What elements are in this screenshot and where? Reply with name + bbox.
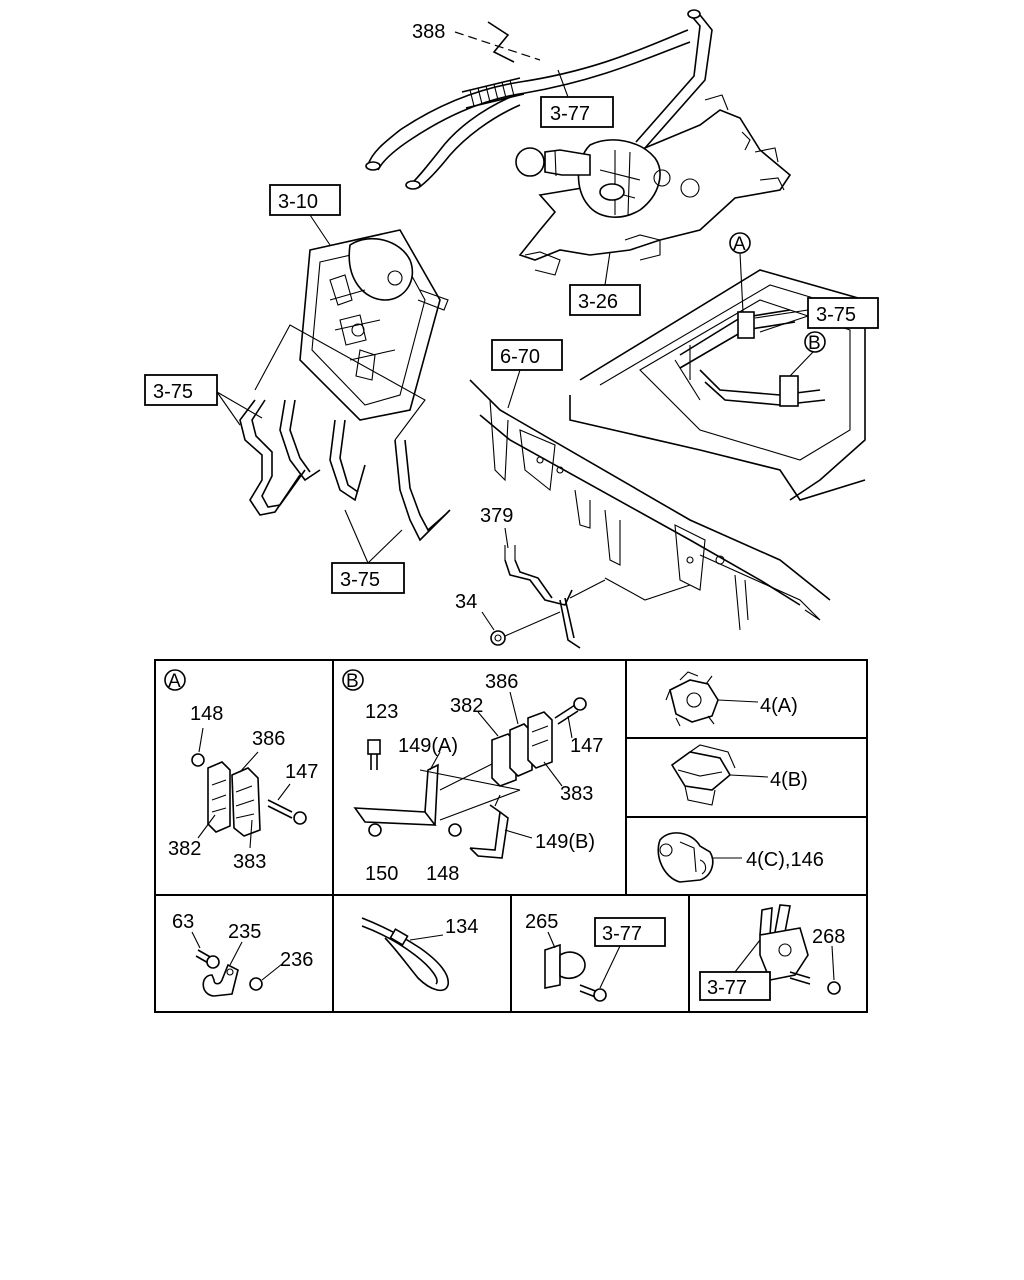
ref-3-77-top-label: 3-77	[550, 103, 590, 125]
cut-mark-388	[487, 21, 515, 63]
hose-sleeve	[461, 77, 525, 109]
detail-268: 268 3-77	[699, 904, 845, 1001]
detail-268-label: 268	[812, 926, 845, 948]
frame-crossmember	[469, 379, 831, 631]
valve-bracket-assembly	[515, 94, 792, 276]
ref-3-10-label: 3-10	[278, 191, 318, 213]
ref-3-75-left-label: 3-75	[153, 381, 193, 403]
callout-34: 34	[455, 591, 477, 613]
detail-a-marker: A	[168, 671, 181, 692]
detail-265-label: 265	[525, 911, 558, 933]
detail-b-150: 150	[365, 863, 398, 885]
detail-63-label: 63	[172, 911, 194, 933]
floor-panel	[569, 269, 866, 501]
detail-b-147: 147	[570, 735, 603, 757]
detail-b-383: 383	[560, 783, 593, 805]
detail-b-149a: 149(A)	[398, 735, 458, 757]
ref-box-6-70: 6-70	[491, 339, 563, 409]
detail-236-label: 236	[280, 949, 313, 971]
ref-3-75-bottom-label: 3-75	[340, 569, 380, 591]
detail-clip-4c: 4(C),146	[657, 832, 824, 883]
detail-a-386: 386	[252, 728, 285, 750]
detail-4a-label: 4(A)	[760, 695, 798, 717]
detail-b-382: 382	[450, 695, 483, 717]
detail-cable-tie-134: 134	[361, 916, 478, 992]
ref-3-75-right-label: 3-75	[816, 304, 856, 326]
detail-a-panel: A 148 386 147 382 383	[164, 669, 318, 873]
pedal-assembly	[299, 229, 449, 421]
detail-a-148: 148	[190, 703, 223, 725]
ref-3-26-label: 3-26	[578, 291, 618, 313]
ref-box-3-10: 3-10	[269, 184, 341, 246]
detail-b-148: 148	[426, 863, 459, 885]
ref-box-3-75-right: 3-75	[754, 297, 879, 333]
bracket-379	[504, 545, 691, 649]
hose-assembly-top	[365, 9, 713, 190]
ref-6-70-label: 6-70	[500, 346, 540, 368]
ref-box-3-75-bottom: 3-75	[331, 509, 405, 594]
detail-clip-4b: 4(B)	[670, 744, 808, 806]
ref-box-3-77-top: 3-77	[540, 69, 614, 128]
circle-marker-a: A	[729, 232, 751, 313]
circle-b-label: B	[808, 333, 821, 354]
detail-b-marker: B	[346, 671, 359, 692]
ref-box-3-26: 3-26	[569, 251, 641, 316]
detail-b-386: 386	[485, 671, 518, 693]
detail-a-383: 383	[233, 851, 266, 873]
detail-a-147: 147	[285, 761, 318, 783]
detail-4c-label: 4(C),146	[746, 849, 824, 871]
ref-3-77-detail-b-label: 3-77	[707, 977, 747, 999]
circle-a-label: A	[733, 234, 746, 255]
hoses-3-75-left	[239, 399, 451, 542]
detail-b-149b: 149(B)	[535, 831, 595, 853]
ref-box-3-75-left: 3-75	[144, 374, 263, 426]
detail-a-382: 382	[168, 838, 201, 860]
nut-34	[490, 611, 561, 646]
detail-235-label: 235	[228, 921, 261, 943]
detail-grid	[154, 659, 868, 1013]
detail-63-235-236: 63 235 236	[172, 911, 313, 997]
detail-134-label: 134	[445, 916, 478, 938]
detail-b-123: 123	[365, 701, 398, 723]
callout-388: 388	[412, 21, 445, 43]
callout-379: 379	[480, 505, 513, 527]
detail-265: 265 3-77	[525, 911, 666, 1002]
detail-clip-4a: 4(A)	[665, 671, 798, 727]
detail-4b-label: 4(B)	[770, 769, 808, 791]
detail-b-panel: B 386 382 123 149(A) 147 383 149(B) 150 …	[342, 669, 603, 885]
circle-marker-b: B	[789, 331, 826, 377]
ref-3-77-detail-a-label: 3-77	[602, 923, 642, 945]
